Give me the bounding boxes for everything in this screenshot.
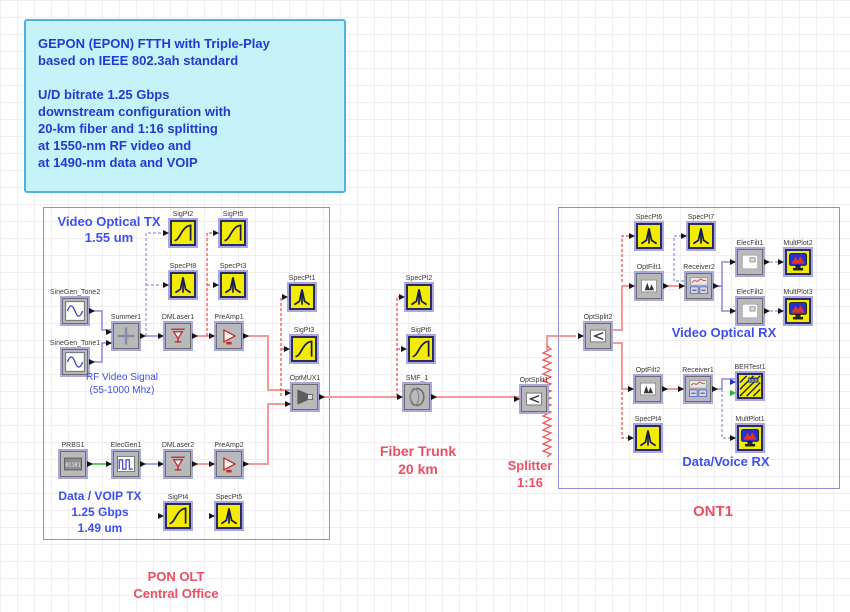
node-optfilt1[interactable]: OptFilt1 [629, 264, 669, 301]
signal-plot-icon [293, 338, 315, 360]
optical-filter-icon [638, 275, 660, 297]
info-box-details: U/D bitrate 1.25 Gbps downstream configu… [38, 87, 231, 170]
node-specpt7[interactable]: SpecPt7 [681, 214, 716, 251]
splitter-label: Splitter 1:16 [507, 458, 553, 490]
node-smf1[interactable]: SMF_1 [397, 375, 437, 412]
node-optsplit1[interactable]: OptSplit1 [514, 377, 549, 414]
node-dmlaser2[interactable]: DMLaser2 [158, 442, 198, 479]
node-optfilt2[interactable]: OptFilt2 [628, 367, 668, 404]
input-port [730, 379, 736, 385]
node-receiver2[interactable]: Receiver2 [679, 264, 719, 301]
input-port [285, 390, 291, 396]
amplifier-icon [218, 325, 240, 347]
amplifier-icon [218, 453, 240, 475]
node-multplot1[interactable]: MultPlot1 [730, 416, 765, 453]
node-sigpt2[interactable]: SigPt2 [163, 211, 198, 248]
rf-video-label: RF Video Signal (55-1000 Mhz) [85, 372, 159, 396]
node-preamp2[interactable]: PreAmp2 [209, 442, 249, 479]
node-sigpt3[interactable]: SigPt3 [284, 327, 319, 364]
node-sigpt5[interactable]: SigPt5 [213, 211, 248, 248]
optical-splitter-icon [587, 325, 609, 347]
pon-olt-label: PON OLT Central Office [133, 569, 219, 601]
signal-plot-icon [410, 338, 432, 360]
laser-diode-icon [167, 325, 189, 347]
node-prbs1[interactable]: PRBS1 [58, 442, 93, 479]
optical-receiver-icon [687, 378, 709, 400]
input-port [730, 390, 736, 396]
fiber-spool-icon [406, 386, 428, 408]
spectrum-plot-icon [218, 505, 240, 527]
multi-plot-monitor-icon [787, 251, 809, 273]
node-receiver1[interactable]: Receiver1 [678, 367, 718, 404]
node-elecfilt1[interactable]: ElecFilt1 [730, 240, 770, 277]
node-sigpt6[interactable]: SigPt6 [401, 327, 436, 364]
spectrum-plot-icon [690, 225, 712, 247]
fiber-trunk-label: Fiber Trunk 20 km [379, 443, 457, 477]
node-preamp1[interactable]: PreAmp1 [209, 314, 249, 351]
optical-splitter-icon [523, 388, 545, 410]
signal-plot-icon [222, 222, 244, 244]
node-specpt1[interactable]: SpecPt1 [282, 275, 317, 312]
multi-plot-monitor-icon [739, 427, 761, 449]
electrical-filter-icon [739, 251, 761, 273]
input-port [106, 329, 112, 335]
electrical-generator-icon [115, 453, 137, 475]
spectrum-plot-icon [222, 274, 244, 296]
signal-plot-icon [167, 505, 189, 527]
spectrum-plot-icon [638, 225, 660, 247]
node-specpt3[interactable]: SpecPt3 [213, 263, 248, 300]
node-sinegen-tone2[interactable]: SineGen_Tone2 [50, 289, 100, 326]
spectrum-plot-icon [637, 427, 659, 449]
video-tx-label: Video Optical TX 1.55 um [57, 214, 161, 245]
summer-icon [115, 325, 137, 347]
node-multplot3[interactable]: MultPlot3 [778, 289, 813, 326]
optical-filter-icon [637, 378, 659, 400]
ber-tester-icon [739, 375, 761, 397]
node-dmlaser1[interactable]: DMLaser1 [158, 314, 198, 351]
electrical-filter-icon [739, 300, 761, 322]
sine-generator-icon [64, 351, 86, 373]
data-voice-rx-label: Data/Voice RX [682, 454, 770, 469]
spectrum-plot-icon [408, 286, 430, 308]
node-specpt4[interactable]: SpecPt4 [628, 416, 663, 453]
node-summer1[interactable]: Summer1 [106, 314, 146, 351]
node-specpt6[interactable]: SpecPt6 [629, 214, 664, 251]
node-bertest1[interactable]: BERTest1 [730, 364, 766, 401]
info-box: GEPON (EPON) FTTH with Triple-Play based… [24, 19, 346, 193]
node-specpt2[interactable]: SpecPt2 [399, 275, 434, 312]
data-voip-tx-label: Data / VOIP TX 1.25 Gbps 1.49 um [58, 489, 142, 535]
node-optsplit2[interactable]: OptSplit2 [578, 314, 613, 351]
node-elecgen1[interactable]: ElecGen1 [106, 442, 146, 479]
prbs-generator-icon [62, 453, 84, 475]
info-box-title: GEPON (EPON) FTTH with Triple-Play based… [38, 36, 270, 68]
node-optmux1[interactable]: OptMUX1 [285, 375, 325, 412]
node-multplot2[interactable]: MultPlot2 [778, 240, 813, 277]
spectrum-plot-icon [291, 286, 313, 308]
node-specpt8[interactable]: SpecPt8 [163, 263, 198, 300]
signal-plot-icon [172, 222, 194, 244]
node-specpt5[interactable]: SpecPt5 [209, 494, 244, 531]
multi-plot-monitor-icon [787, 300, 809, 322]
ont1-label: ONT1 [692, 503, 733, 520]
optical-mux-icon [294, 386, 316, 408]
input-port [106, 340, 112, 346]
spectrum-plot-icon [172, 274, 194, 296]
node-sinegen-tone1[interactable]: SineGen_Tone1 [50, 340, 100, 377]
laser-diode-icon [167, 453, 189, 475]
pon-olt-section-box [43, 207, 330, 540]
node-sigpt4[interactable]: SigPt4 [158, 494, 193, 531]
input-port [285, 401, 291, 407]
optical-receiver-icon [688, 275, 710, 297]
video-rx-label: Video Optical RX [671, 325, 777, 340]
sine-generator-icon [64, 300, 86, 322]
node-elecfilt2[interactable]: ElecFilt2 [730, 289, 770, 326]
